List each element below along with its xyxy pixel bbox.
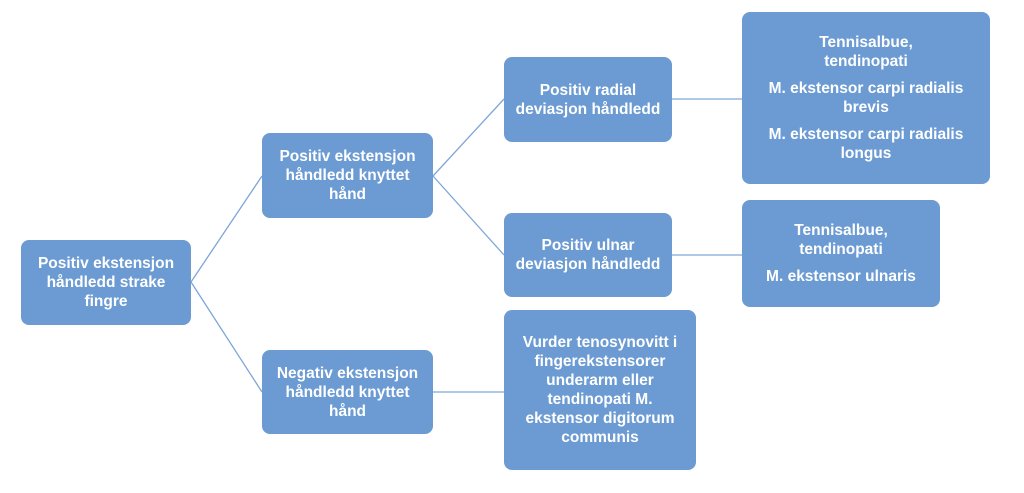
node-positiv-radial-deviasjon: Positiv radial deviasjon håndledd [504,57,672,142]
node-ulnar-result: Tennisalbue, tendinopati M. ekstensor ul… [742,200,940,307]
node-text-line: M. ekstensor carpi radialis [768,80,964,97]
node-positiv-ekstensjon-strake-fingre: Positiv ekstensjon håndledd strake fingr… [21,240,191,325]
node-text-line: Positiv ulnar [541,237,635,254]
node-text-line: communis [561,429,639,446]
node-text-line: Vurder tenosynovitt i [522,334,678,351]
node-text-line: håndledd strake [46,274,166,291]
node-text-line: Positiv ekstensjon [37,255,175,272]
node-text-line: underarm eller [546,372,654,389]
node-text-line: Positiv ekstensjon [279,148,416,165]
node-text-line: M. ekstensor carpi radialis [768,126,964,143]
node-text-line: deviasjon håndledd [515,100,661,118]
node-radial-result: Tennisalbue, tendinopati M. ekstensor ca… [742,12,990,184]
node-text-line: tendinopati M. [547,391,653,408]
node-text-line: Tennisalbue, [819,34,913,51]
connector-pos-to-uln [432,175,505,256]
node-positiv-ekstensjon-knyttet-hand: Positiv ekstensjon håndledd knyttet hånd [262,133,433,218]
node-text-line: Positiv radial [539,81,637,99]
node-text-line: M. ekstensor ulnaris [766,268,916,285]
node-text-line: hånd [328,186,367,203]
node-negativ-ekstensjon-knyttet-hand: Negativ ekstensjon håndledd knyttet hånd [262,350,433,434]
connector-pos-to-rad [432,98,505,177]
node-text-line: deviasjon håndledd [515,256,661,273]
node-text-line: Negativ ekstensjon [276,364,419,382]
node-text-line: fingerekstensorer [534,353,666,370]
node-text-line: fingre [84,293,128,310]
node-text-line: håndledd knyttet [285,383,410,401]
node-text-line: Tennisalbue, [794,222,888,239]
node-text-line: brevis [843,99,889,116]
connector-root-to-neg [190,281,263,393]
node-positiv-ulnar-deviasjon: Positiv ulnar deviasjon håndledd [504,213,672,297]
node-text-line: tendinopati [799,241,883,258]
node-text-line: håndledd knyttet [285,167,410,184]
node-text-line: ekstensor digitorum [525,410,675,427]
node-text-line: longus [840,145,892,162]
connector-root-to-pos [190,175,263,283]
node-vurder-tenosynovitt: Vurder tenosynovitt i fingerekstensorer … [504,310,696,470]
node-text-line: hånd [328,402,367,420]
node-text-line: tendinopati [824,53,908,70]
